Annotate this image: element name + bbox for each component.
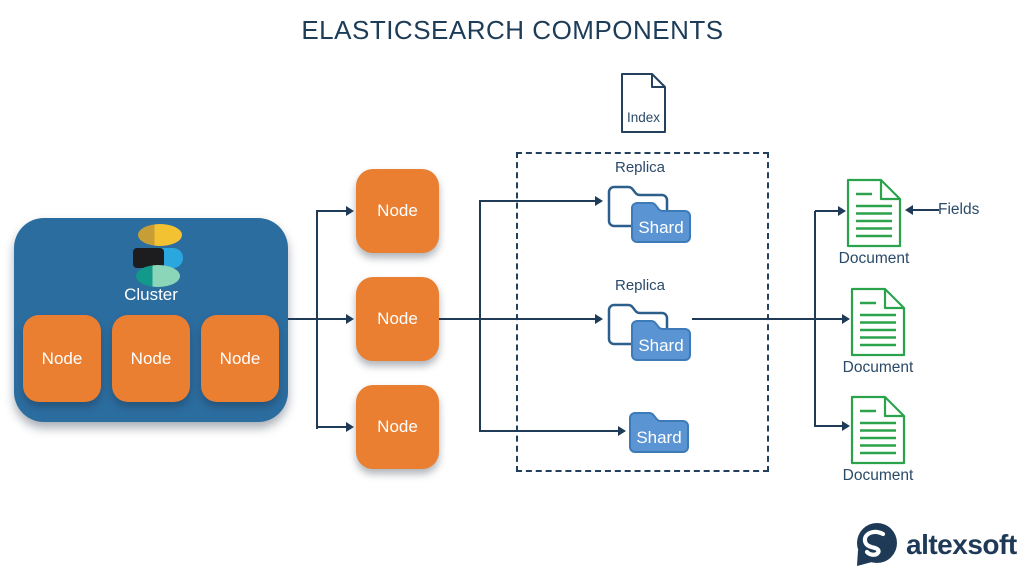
shard-3-folder-icon [629, 412, 689, 453]
altexsoft-icon [857, 523, 897, 566]
document-3-label: Document [842, 467, 914, 484]
connector-to-shard-1 [480, 200, 595, 202]
document-2-label: Document [842, 359, 914, 376]
connector-to-node-3 [317, 426, 347, 428]
fields-arrowhead [905, 205, 913, 215]
elasticsearch-logo-icon [133, 224, 183, 287]
shard-1-folder-icon [631, 202, 691, 243]
connector-to-document-2 [815, 318, 842, 320]
node-1-label: Node [377, 201, 418, 220]
arrowhead-shard-2 [595, 314, 603, 324]
arrowhead-document-1 [838, 206, 846, 216]
shard-1-label: Shard [638, 218, 684, 237]
connector-to-document-3 [815, 425, 842, 427]
connector-shard-branch [479, 200, 481, 432]
shard-1: Shard [630, 195, 692, 245]
index-icon: Index [620, 72, 667, 134]
connector-to-shard-2 [439, 318, 595, 320]
connector-to-shard-3 [480, 430, 618, 432]
arrowhead-node-1 [346, 206, 354, 216]
cluster-node-2: Node [112, 315, 190, 402]
document-1-label: Document [838, 250, 910, 267]
cluster-node-2-label: Node [130, 348, 172, 368]
replica-1-label: Replica [614, 159, 666, 176]
index-document-icon [621, 73, 666, 133]
arrowhead-shard-1 [595, 196, 603, 206]
index-boundary-box [516, 152, 769, 472]
brand-name: altexsoft [906, 528, 1017, 560]
arrowhead-shard-3 [618, 426, 626, 436]
cluster-node-3: Node [201, 315, 279, 402]
cluster-node-3-label: Node [219, 348, 261, 368]
shard-3-label: Shard [636, 428, 682, 447]
node-3: Node [356, 385, 439, 469]
shard-2-label: Shard [638, 336, 684, 355]
arrowhead-node-3 [346, 422, 354, 432]
brand-logo: altexsoft [854, 522, 1017, 567]
fields-label: Fields [938, 201, 980, 218]
connector-to-node-2 [317, 318, 347, 320]
arrowhead-node-2 [346, 314, 354, 324]
node-2-label: Node [377, 309, 418, 328]
connector-cluster-out [288, 318, 318, 320]
arrowhead-document-3 [842, 421, 850, 431]
node-3-label: Node [377, 417, 418, 436]
fields-arrow-line [913, 209, 939, 211]
diagram-title: ELASTICSEARCH COMPONENTS [301, 15, 724, 45]
cluster-node-1-label: Node [41, 348, 83, 368]
shard-2: Shard [630, 313, 692, 363]
document-1-icon [846, 178, 902, 248]
arrowhead-document-2 [842, 314, 850, 324]
replica-2-label: Replica [614, 277, 666, 294]
shard-2-folder-icon [631, 320, 691, 361]
connector-to-node-1 [317, 210, 347, 212]
connector-to-document-1 [815, 210, 838, 212]
shard-3: Shard [628, 405, 690, 455]
node-2: Node [356, 277, 439, 361]
index-label: Index [626, 110, 661, 125]
cluster-label: Cluster [124, 285, 178, 304]
node-1: Node [356, 169, 439, 253]
cluster-node-1: Node [23, 315, 101, 402]
connector-shard-out [692, 318, 815, 320]
document-2-icon [850, 287, 906, 357]
document-3-icon [850, 395, 906, 465]
